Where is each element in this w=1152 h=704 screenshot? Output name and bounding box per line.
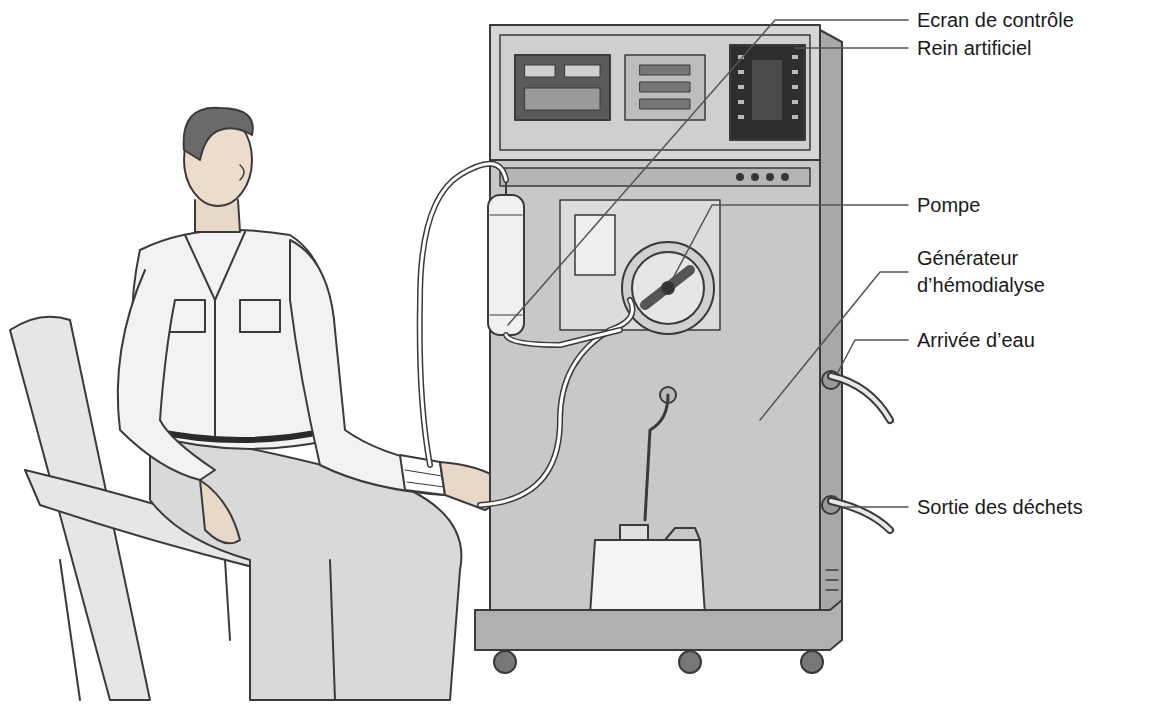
patient-figure bbox=[118, 108, 501, 700]
part-label: Pompe bbox=[915, 192, 982, 219]
part-label: Ecran de contrôle bbox=[915, 7, 1076, 34]
part-label: Rein artificiel bbox=[915, 35, 1033, 62]
jerrycan bbox=[590, 540, 705, 615]
dialysis-machine bbox=[475, 25, 890, 673]
part-label: Générateur d’hémodialyse bbox=[915, 245, 1094, 299]
pump bbox=[622, 242, 714, 334]
leader-lines bbox=[508, 20, 908, 507]
blood-tubing bbox=[420, 164, 633, 505]
part-label: Sortie des déchets bbox=[915, 494, 1085, 521]
part-label: Arrivée d’eau bbox=[915, 327, 1037, 354]
